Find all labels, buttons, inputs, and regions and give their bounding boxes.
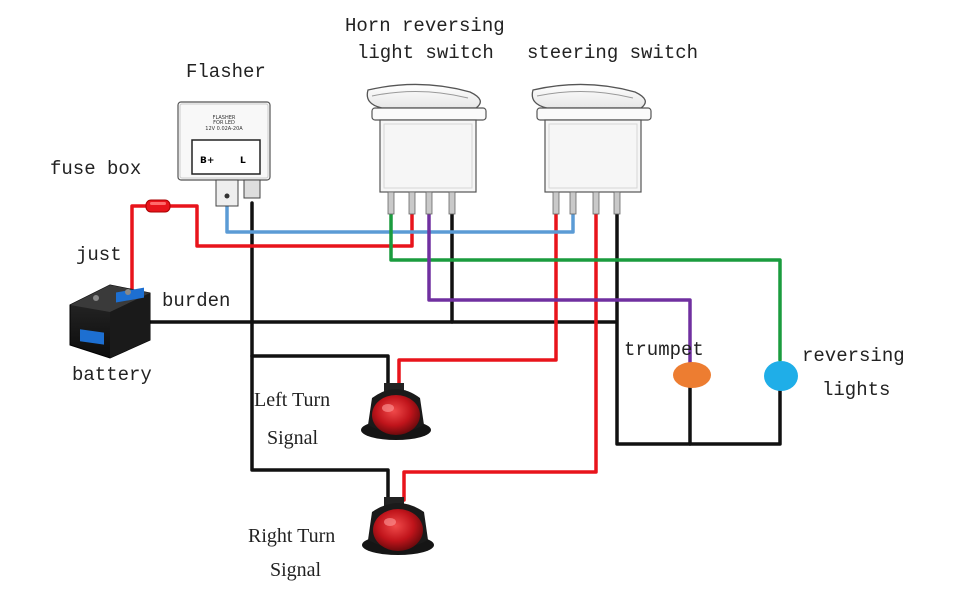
- ground-wires: [118, 201, 782, 502]
- reverse-light-wire: [389, 211, 782, 362]
- reversing-light-lamp: [764, 361, 798, 391]
- label-just: just: [76, 244, 122, 266]
- wires: [118, 201, 782, 502]
- label-fuse-box: fuse box: [50, 158, 142, 180]
- label-steering-switch: steering switch: [527, 42, 699, 64]
- left-turn-signal-lamp: [361, 383, 431, 440]
- label-right-turn-line1: Right Turn: [248, 525, 336, 547]
- label-right-turn-line2: Signal: [270, 559, 322, 581]
- steering-switch: [531, 83, 652, 215]
- label-horn-reversing-line1: Horn reversing: [345, 15, 505, 37]
- flasher-module-text: FLASHER FOR LED 12V 0.02A-20A: [196, 115, 252, 132]
- flasher-text-line2: FOR LED: [213, 120, 235, 127]
- fuse: [145, 199, 171, 213]
- label-battery: battery: [72, 364, 152, 386]
- positive-wires: [130, 204, 598, 502]
- label-trumpet: trumpet: [624, 339, 704, 361]
- flasher-output-wire: [225, 204, 575, 234]
- flasher-terminal-l: L: [240, 156, 246, 166]
- battery-icon: [69, 284, 151, 359]
- flasher-terminal-b: B+: [200, 156, 215, 166]
- steering-to-right-turn-wire: [402, 211, 598, 502]
- fuse-to-flasher-wire: [166, 204, 414, 248]
- flasher-module: [177, 101, 271, 207]
- label-reversing-lights-line2: lights: [822, 379, 891, 401]
- label-horn-reversing-line2: light switch: [357, 42, 494, 64]
- label-left-turn-line1: Left Turn: [254, 389, 331, 411]
- flasher-text-line1: FLASHER: [212, 115, 236, 121]
- right-turn-signal-lamp: [362, 497, 434, 555]
- horn-wire: [427, 211, 692, 367]
- horn-reversing-switch: [366, 83, 487, 215]
- ground-left-turn-wire: [250, 354, 390, 387]
- label-flasher: Flasher: [186, 61, 266, 83]
- flasher-text-line3: 12V 0.02A-20A: [205, 125, 243, 132]
- steering-to-left-turn-wire: [397, 211, 558, 387]
- ground-steering-switch-wire: [615, 211, 782, 446]
- label-left-turn-line2: Signal: [267, 427, 319, 449]
- label-reversing-lights-line1: reversing: [802, 345, 905, 367]
- ground-flasher-wire: [250, 201, 390, 502]
- trumpet-lamp: [673, 362, 711, 388]
- label-burden: burden: [162, 290, 231, 312]
- battery-to-fuse-wire: [130, 204, 150, 292]
